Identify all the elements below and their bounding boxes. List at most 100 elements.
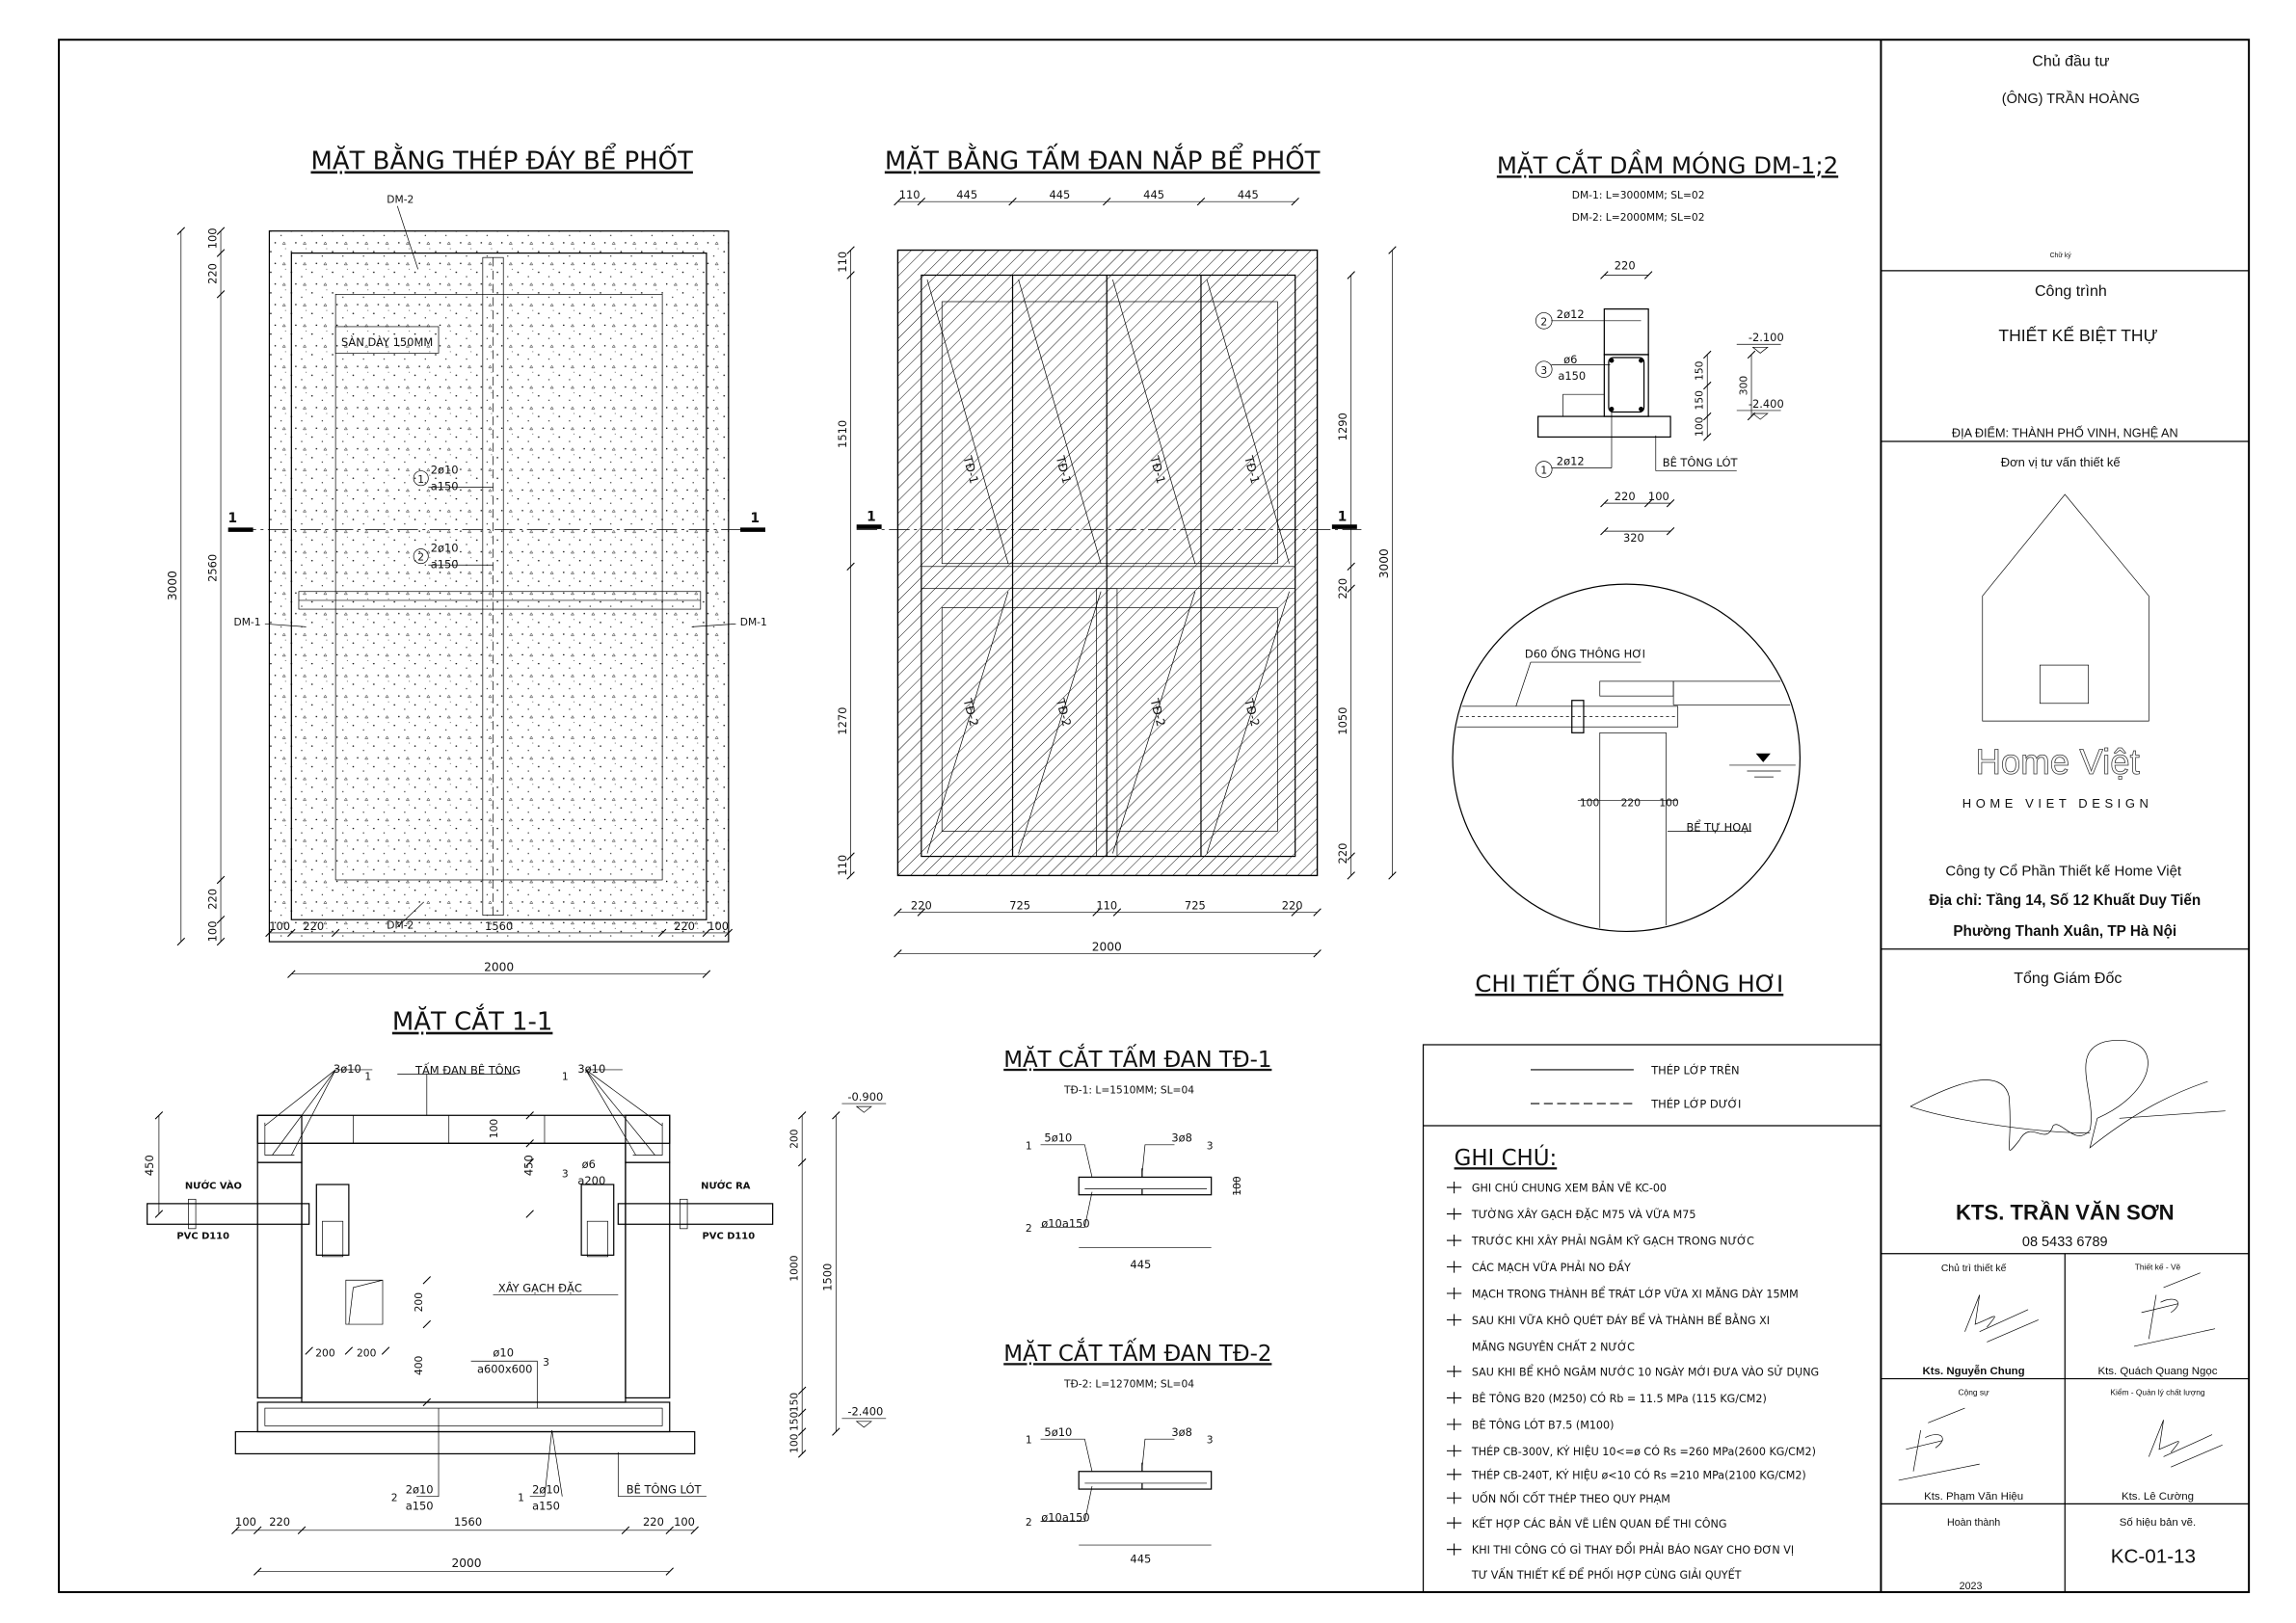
dimension-tick	[525, 1157, 534, 1167]
consultant-label: Đơn vị tư vấn thiết kế	[2001, 455, 2122, 469]
director-name: KTS. TRẦN VĂN SƠN	[1956, 1201, 2175, 1225]
label: DM-2: L=2000MM; SL=02	[1572, 211, 1705, 224]
note-bullet-icon	[1446, 1418, 1462, 1430]
label: NƯỚC VÀO	[185, 1180, 242, 1192]
lead-label: Chủ trì thiết kế	[1941, 1263, 2007, 1274]
label: 200	[315, 1347, 335, 1360]
label: 3	[543, 1356, 549, 1369]
assistant-label: Cộng sự	[1959, 1387, 1990, 1397]
dimension-tick	[1388, 246, 1397, 254]
label: 110	[899, 188, 921, 201]
dimension-tick	[1747, 412, 1756, 421]
label: 2	[417, 551, 424, 564]
label: THÉP LỚP TRÊN	[1650, 1063, 1739, 1078]
label: 725	[1009, 899, 1030, 913]
dimension-tick	[797, 1408, 807, 1417]
drafter-label: Thiết kế - Vẽ	[2135, 1263, 2181, 1272]
label: 2ø12	[1557, 454, 1585, 467]
label: 3	[1540, 364, 1547, 377]
label: DM-2	[387, 194, 414, 206]
dimension-tick	[525, 1139, 534, 1148]
drawing-title: MẶT BẰNG TẤM ĐAN NẮP BỂ PHỐT	[885, 143, 1321, 176]
dimension-tick	[1703, 433, 1712, 441]
label: 2	[1026, 1516, 1032, 1529]
assistant-name: Kts. Phạm Văn Hiệu	[1924, 1491, 2023, 1503]
label: 100	[1231, 1176, 1243, 1196]
dimension-tick	[1291, 908, 1299, 917]
label: 220	[269, 1515, 290, 1529]
dimension-tick	[176, 937, 186, 946]
dimension-tick	[216, 290, 226, 299]
label: 1	[1338, 509, 1348, 524]
dimension-tick	[832, 1111, 841, 1120]
note-bullet-icon	[1446, 1392, 1462, 1404]
note-bullet-icon	[1446, 1208, 1462, 1220]
dimension-tick	[154, 1111, 164, 1120]
dimension-tick	[894, 949, 902, 958]
dimension-tick	[216, 916, 226, 924]
label: 100	[235, 1515, 256, 1529]
dimension-tick	[1747, 350, 1756, 359]
label: 100	[674, 1515, 695, 1529]
dimension-tick	[265, 928, 274, 938]
note-item: GHI CHÚ CHUNG XEM BẢN VẼ KC-00	[1472, 1182, 1667, 1195]
note-bullet-icon	[1446, 1287, 1462, 1300]
dimension-tick	[690, 1526, 699, 1535]
dimension-tick	[846, 271, 855, 279]
dimension-tick	[1703, 412, 1712, 421]
label: 2	[1540, 315, 1547, 328]
note-bullet-icon	[1446, 1181, 1462, 1194]
label: a150	[406, 1499, 434, 1512]
label: 3000	[1377, 548, 1391, 578]
label: 1050	[1336, 707, 1349, 735]
note-bullet-icon	[1446, 1468, 1462, 1480]
dimension-tick	[894, 197, 902, 206]
dimension-tick	[724, 928, 734, 938]
panel-label: TĐ-1	[1053, 454, 1073, 486]
dimension-tick	[305, 1346, 313, 1355]
note-item: THÉP CB-300V, KÝ HIỆU 10<=ø CÓ Rs =260 M…	[1471, 1446, 1816, 1458]
note-item: SAU KHI BỂ KHÔ NGÂM NƯỚC 10 NGÀY MỚI ĐƯA…	[1472, 1366, 1819, 1379]
label: 3ø8	[1171, 1131, 1192, 1145]
label: 2ø10	[532, 1483, 560, 1497]
label: BỂ TỰ HOẠI	[1686, 819, 1751, 835]
note-bullet-icon	[1446, 1445, 1462, 1457]
label: 110	[836, 252, 849, 273]
dimension-tick	[665, 1567, 674, 1576]
label: 2000	[452, 1556, 482, 1570]
note-item: BÊ TÔNG B20 (M250) CÓ Rb = 11.5 MPa (115…	[1472, 1393, 1767, 1405]
label: TẤM ĐAN BÊ TÔNG	[414, 1062, 521, 1078]
dimension-tick	[665, 1526, 674, 1535]
panel-label: TĐ-2	[1053, 697, 1073, 729]
label: 100	[1694, 416, 1706, 437]
note-item: KHI THI CÔNG CÓ GÌ THAY ĐỔI PHẢI BÁO NGA…	[1472, 1542, 1794, 1556]
label: DM-1: L=3000MM; SL=02	[1572, 189, 1705, 201]
dimension-tick	[894, 908, 902, 917]
slab-section-td2	[1040, 1438, 1213, 1546]
cover-slab-plan	[846, 197, 1397, 958]
project-label: Công trình	[2035, 282, 2107, 300]
dimension-tick	[216, 937, 226, 946]
panel-label: TĐ-1	[960, 454, 980, 486]
label: 2000	[484, 961, 514, 974]
dimension-tick	[176, 226, 186, 235]
sheet-frame	[58, 39, 2251, 1593]
note-bullet-icon	[1446, 1543, 1462, 1556]
note-bullet-icon	[1446, 1234, 1462, 1247]
label: DM-1	[233, 616, 260, 628]
dimension-tick	[287, 970, 296, 978]
dimension-tick	[657, 928, 667, 938]
label: -2.100	[1749, 331, 1784, 344]
label: 100	[205, 921, 219, 943]
dimension-tick	[797, 1111, 807, 1120]
drafter-name: Kts. Quách Quang Ngọc	[2097, 1366, 2217, 1377]
dimension-tick	[1388, 871, 1397, 880]
logo-text: Home Việt	[1975, 742, 2139, 782]
dimension-tick	[216, 226, 226, 235]
label: 220	[1336, 578, 1349, 599]
label: -0.900	[847, 1090, 883, 1104]
company-address: Phường Thanh Xuân, TP Hà Nội	[1953, 923, 2176, 940]
label: 220	[674, 919, 695, 933]
